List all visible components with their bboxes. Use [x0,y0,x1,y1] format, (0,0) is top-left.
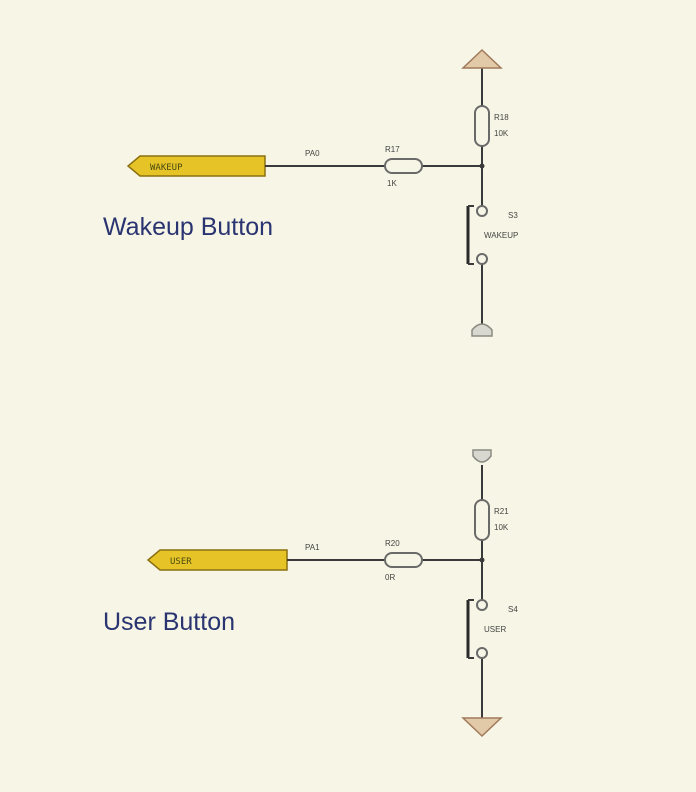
user-net-tag-label: USER [170,557,192,567]
wakeup-power-arrow-icon [461,48,503,69]
user-switch-value: USER [484,625,506,634]
user-pullup-resistor[interactable]: R21 10K [474,499,509,541]
user-series-resistor-ref: R20 [385,539,400,548]
user-push-switch[interactable]: S4 USER [466,599,518,659]
wakeup-net-tag[interactable]: WAKEUP [126,155,266,177]
wakeup-pullup-resistor-ref: R18 [494,113,509,122]
user-caption: User Button [103,608,235,636]
wakeup-circuit: WAKEUP PA0 R17 1K R18 10K [103,48,518,337]
wakeup-caption: Wakeup Button [103,213,273,241]
wakeup-ground-icon [471,323,493,337]
user-switch-ref: S4 [508,605,518,614]
wakeup-series-resistor-ref: R17 [385,145,400,154]
user-ground-arrow-icon [461,717,503,738]
wakeup-series-resistor[interactable]: R17 1K [384,145,423,188]
wakeup-switch-ref: S3 [508,211,518,220]
user-wire-label: PA1 [305,543,320,552]
user-pullup-resistor-value: 10K [494,523,509,532]
wakeup-series-resistor-value: 1K [387,179,397,188]
user-series-resistor-value: 0R [385,573,395,582]
wakeup-switch-value: WAKEUP [484,231,518,240]
user-power-icon [472,449,492,463]
wakeup-push-switch[interactable]: S3 WAKEUP [466,205,518,265]
user-circuit: USER PA1 R20 0R R21 10K [103,449,518,738]
user-junction [479,557,485,563]
user-pullup-resistor-ref: R21 [494,507,509,516]
wakeup-net-tag-label: WAKEUP [150,163,183,173]
wakeup-pullup-resistor[interactable]: R18 10K [474,105,509,147]
user-series-resistor[interactable]: R20 0R [384,539,423,582]
user-net-tag[interactable]: USER [146,549,288,571]
wakeup-junction [479,163,485,169]
wakeup-wire-label: PA0 [305,149,320,158]
wakeup-pullup-resistor-value: 10K [494,129,509,138]
